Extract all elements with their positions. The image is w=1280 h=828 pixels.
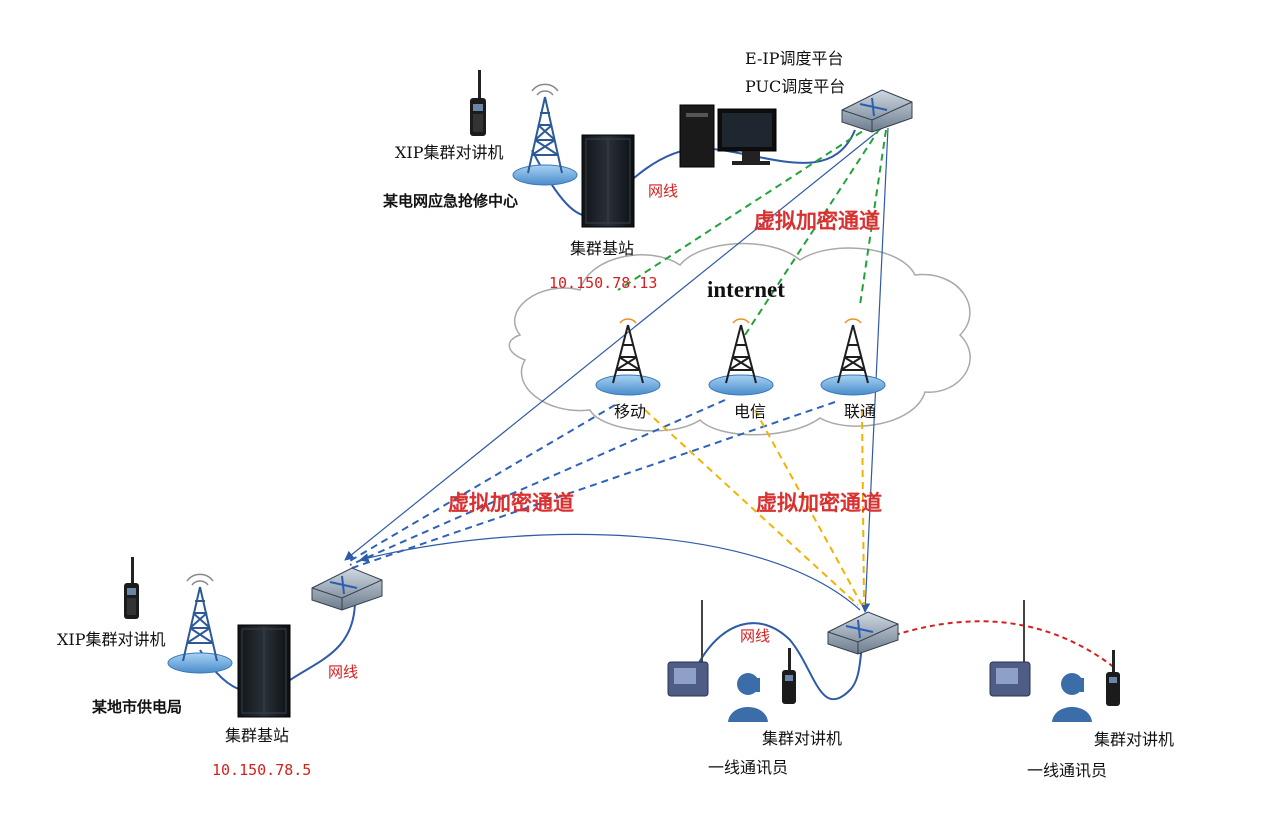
carrier-tower-icon xyxy=(595,318,661,396)
link-center-to-field xyxy=(860,127,889,613)
tunnel-label-right: 虚拟加密通道 xyxy=(756,491,882,515)
field1-radio-label: 集群对讲机 xyxy=(762,729,842,748)
portable-repeater-icon xyxy=(667,600,709,697)
internet-label: internet xyxy=(707,277,785,302)
center-base-station-ip: 10.150.78.13 xyxy=(549,274,657,292)
portable-repeater-icon xyxy=(989,600,1031,697)
base-station-rack-icon xyxy=(581,134,635,228)
field-cable xyxy=(694,622,863,701)
center-radio-label: XIP集群对讲机 xyxy=(395,143,503,162)
local-router-icon xyxy=(311,567,383,611)
local-base-station-label: 集群基站 xyxy=(225,726,289,745)
base-station-rack-icon xyxy=(237,624,291,718)
radio-icon xyxy=(124,557,139,619)
local-cable-label: 网线 xyxy=(328,663,358,681)
green-tunnels xyxy=(617,124,887,336)
field2-staff-label: 一线通讯员 xyxy=(1027,761,1107,780)
person-icon xyxy=(728,673,768,722)
center-cable-label: 网线 xyxy=(648,182,678,200)
field-router-icon xyxy=(827,611,899,655)
yellow-tunnels xyxy=(644,409,865,606)
carrier-label-unicom: 联通 xyxy=(844,402,876,421)
dispatch-router-icon xyxy=(841,89,913,133)
radio-icon xyxy=(470,70,486,136)
platform-label-eip: E-IP调度平台 xyxy=(745,49,843,68)
radio-icon xyxy=(1106,650,1120,706)
blue-tunnels xyxy=(347,399,836,569)
radio-icon xyxy=(782,648,796,704)
red-link xyxy=(894,620,1116,669)
center-site-name: 某电网应急抢修中心 xyxy=(383,192,518,210)
tower-icon xyxy=(167,573,233,674)
field-cable-label: 网线 xyxy=(740,627,770,645)
field2-radio-label: 集群对讲机 xyxy=(1094,730,1174,749)
local-base-station-ip: 10.150.78.5 xyxy=(212,761,311,779)
link-local-to-field xyxy=(359,533,861,611)
tower-icon xyxy=(512,83,578,186)
carrier-tower-icon xyxy=(820,318,886,396)
field1-staff-label: 一线通讯员 xyxy=(708,758,788,777)
local-site-name: 某地市供电局 xyxy=(92,698,182,716)
carrier-label-mobile: 移动 xyxy=(614,402,646,421)
center-base-station-label: 集群基站 xyxy=(570,239,634,258)
carrier-label-telecom: 电信 xyxy=(734,402,766,421)
local-radio-label: XIP集群对讲机 xyxy=(57,630,165,649)
center-cable xyxy=(531,129,856,217)
platform-label-puc: PUC调度平台 xyxy=(745,77,845,96)
tunnel-label-top: 虚拟加密通道 xyxy=(754,209,880,233)
tunnel-label-left: 虚拟加密通道 xyxy=(448,491,574,515)
person-icon xyxy=(1052,673,1092,722)
carrier-tower-icon xyxy=(708,318,774,396)
dispatch-pc-icon xyxy=(679,104,777,168)
link-center-to-local xyxy=(344,127,883,561)
